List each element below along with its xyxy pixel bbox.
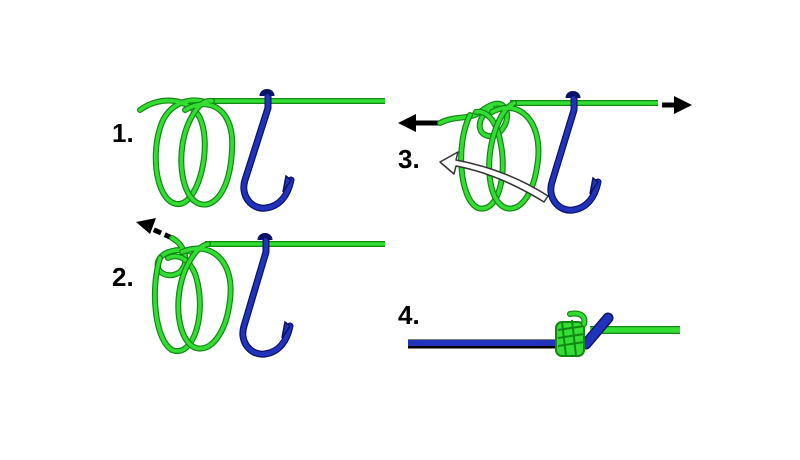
step-2-label: 2.	[112, 262, 134, 292]
hook-icon	[240, 89, 295, 212]
step-4-panel: 4.	[398, 300, 680, 357]
direction-arrow	[136, 218, 174, 241]
knot-wraps	[555, 310, 588, 357]
step-1-coils	[137, 97, 236, 208]
finished-knot	[408, 310, 680, 357]
direction-arrow	[662, 96, 692, 114]
hook-icon	[547, 91, 602, 214]
step-1-label: 1.	[112, 118, 134, 148]
step-3-label: 3.	[398, 144, 420, 174]
step-4-label: 4.	[398, 300, 420, 330]
step-3-coils	[437, 100, 542, 212]
step-3-panel: 3.	[398, 91, 692, 214]
step-1-panel: 1.	[112, 89, 385, 212]
hook-icon	[239, 233, 294, 358]
step-2-coils	[151, 235, 234, 355]
direction-arrow	[398, 114, 440, 132]
pull-through-arrow	[439, 151, 549, 203]
step-2-panel: 2.	[112, 218, 385, 358]
